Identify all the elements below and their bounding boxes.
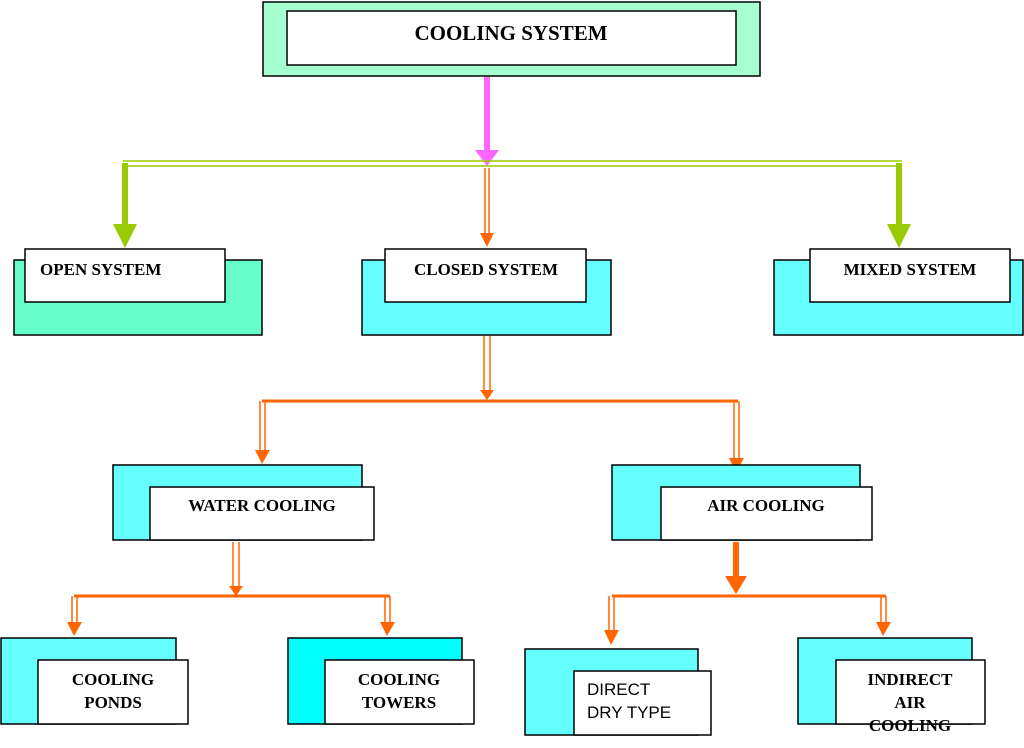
air-cooling-down-line — [725, 542, 747, 594]
open-system-label: OPEN SYSTEM — [40, 260, 161, 279]
arrow-to-closed-system — [480, 168, 494, 247]
water-cooling-down-line — [229, 542, 243, 596]
title-label: COOLING SYSTEM — [414, 21, 607, 45]
air-cooling-label: AIR COOLING — [707, 496, 825, 515]
top-branch-line — [123, 160, 902, 167]
cooling-towers-label-line2: TOWERS — [362, 693, 436, 712]
direct-dry-type-label-line1: DIRECT — [587, 680, 650, 699]
indirect-air-cooling-label-line3: COOLING — [869, 716, 951, 735]
cooling-ponds-label-line2: PONDS — [84, 693, 142, 712]
open-system-node: OPEN SYSTEM — [13, 248, 263, 336]
closed-system-down-line — [480, 336, 494, 400]
water-cooling-node: WATER COOLING — [112, 464, 375, 541]
closed-system-node: CLOSED SYSTEM — [361, 248, 612, 336]
arrow-to-indirect-air-cooling — [876, 596, 891, 636]
indirect-air-cooling-node: INDIRECT AIR COOLING — [797, 637, 986, 735]
arrow-to-cooling-towers — [380, 596, 395, 636]
closed-system-label: CLOSED SYSTEM — [414, 260, 558, 279]
arrow-to-mixed-system — [887, 163, 911, 248]
title-box: COOLING SYSTEM — [262, 1, 761, 77]
cooling-towers-node: COOLING TOWERS — [287, 637, 475, 725]
air-cooling-node: AIR COOLING — [611, 464, 873, 541]
arrow-to-cooling-ponds — [67, 596, 82, 636]
title-to-branch-arrow — [475, 77, 499, 166]
cooling-ponds-label-line1: COOLING — [72, 670, 154, 689]
arrow-to-direct-dry-type — [604, 596, 619, 645]
arrow-to-water-cooling — [255, 401, 270, 464]
mixed-system-label: MIXED SYSTEM — [844, 260, 977, 279]
indirect-air-cooling-label-line2: AIR — [894, 693, 926, 712]
direct-dry-type-label-line2: DRY TYPE — [587, 703, 671, 722]
cooling-ponds-node: COOLING PONDS — [0, 637, 189, 725]
arrow-to-open-system — [113, 163, 137, 248]
mixed-system-node: MIXED SYSTEM — [773, 248, 1024, 336]
water-cooling-label: WATER COOLING — [188, 496, 336, 515]
indirect-air-cooling-label-line1: INDIRECT — [867, 670, 953, 689]
direct-dry-type-node: DIRECT DRY TYPE — [524, 648, 712, 736]
cooling-towers-label-line1: COOLING — [358, 670, 440, 689]
arrow-to-air-cooling — [729, 401, 744, 472]
